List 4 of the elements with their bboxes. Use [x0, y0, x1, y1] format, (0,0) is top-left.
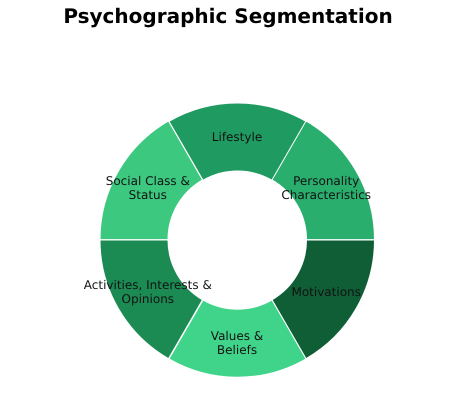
diagram-title: Psychographic Segmentation [62, 4, 394, 28]
segment-label: Motivations [290, 284, 362, 298]
segment-label: Values & Beliefs [210, 328, 264, 357]
segment-label: Lifestyle [210, 130, 264, 144]
